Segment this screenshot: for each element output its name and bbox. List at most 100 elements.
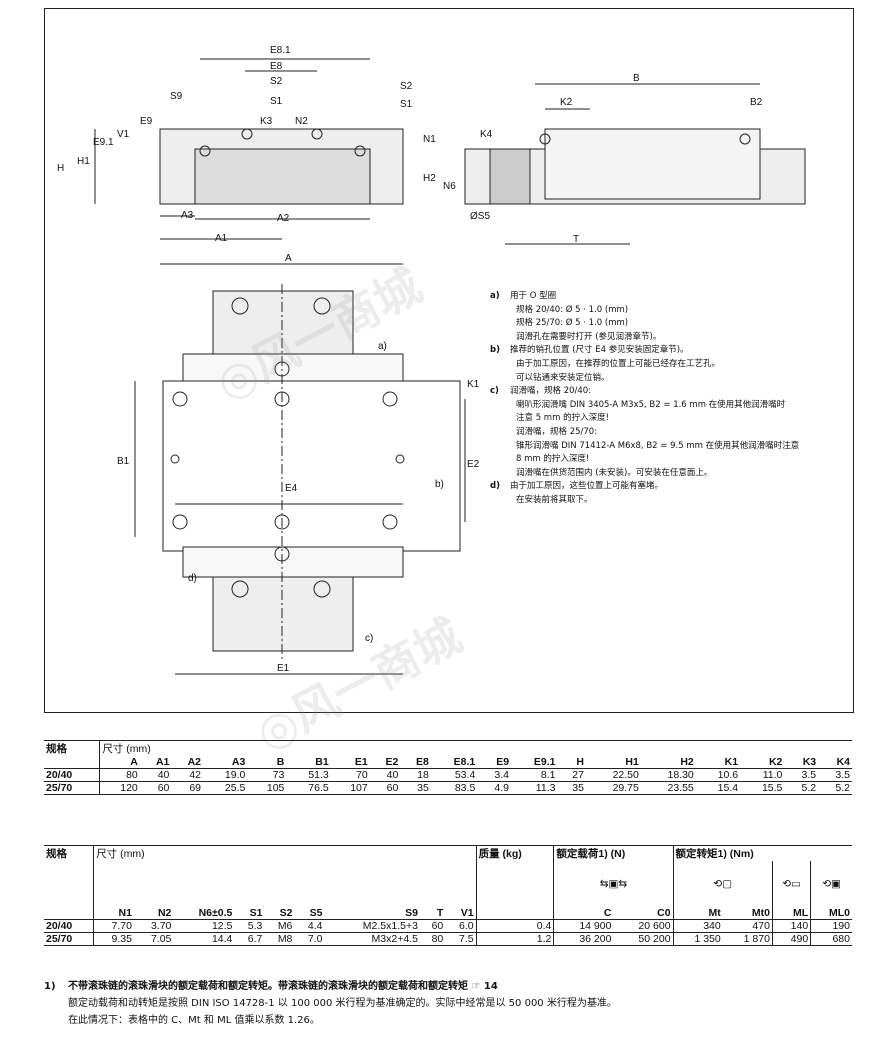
table-cell: 4.4 <box>307 920 323 932</box>
col-header: Mt0 <box>751 907 770 919</box>
col-header: V1 <box>460 907 474 919</box>
col-header: A <box>99 756 140 769</box>
callout-d: d) <box>188 573 197 584</box>
table-cell: 107 <box>350 782 368 794</box>
row-size: 25/70 <box>46 933 73 945</box>
table-cell: 11.3 <box>535 782 556 794</box>
col-header: K4 <box>836 756 850 768</box>
col-header: H <box>576 756 584 768</box>
table-cell: M3x2+4.5 <box>371 933 418 945</box>
torque-header: 额定转矩1) (Nm) <box>672 845 852 861</box>
table-cell: 80 <box>99 768 140 782</box>
table-cell: 15.5 <box>761 782 783 794</box>
col-header: E8 <box>416 756 429 768</box>
label-S9: S9 <box>170 91 183 102</box>
col-header: N2 <box>157 907 172 919</box>
label-T: T <box>573 234 579 245</box>
table-cell: 120 <box>99 781 140 795</box>
dim-header: 尺寸 (mm) <box>93 845 477 861</box>
table-cell: 23.55 <box>667 782 694 794</box>
table-cell: 35 <box>572 782 584 794</box>
col-header: E9.1 <box>533 756 556 768</box>
label-A: A <box>285 253 292 264</box>
table-cell: 1 350 <box>672 932 723 946</box>
table-cell: 1 870 <box>743 933 770 945</box>
label-E4: E4 <box>285 483 298 494</box>
table-cell: 15.4 <box>717 782 739 794</box>
callout-b: b) <box>435 479 444 490</box>
label-B: B <box>633 73 640 84</box>
table-cell: 6.0 <box>459 920 474 932</box>
table-cell: 680 <box>810 932 852 946</box>
label-A2: A2 <box>277 213 290 224</box>
table-cell: M8 <box>277 933 293 945</box>
load-header: 额定载荷1) (N) <box>553 845 674 861</box>
label-E9: E9 <box>140 116 153 127</box>
mass-header: 质量 (kg) <box>475 845 554 861</box>
col-header: B1 <box>315 756 329 768</box>
table-cell: 18.30 <box>667 769 694 781</box>
table-cell: 51.3 <box>308 769 329 781</box>
col-header: K1 <box>724 756 739 768</box>
table-cell: 27 <box>572 769 584 781</box>
table-cell: 3.4 <box>494 769 510 781</box>
table-cell: 50 200 <box>638 933 671 945</box>
table-cell: 1.2 <box>475 932 554 946</box>
row-size: 20/40 <box>46 920 73 932</box>
drawing-notes: a)用于 O 型圈 规格 20/40: Ø 5 · 1.0 (mm) 规格 25… <box>490 291 800 505</box>
table-cell: 70 <box>356 769 368 781</box>
table-cell: 5.2 <box>835 782 850 794</box>
dim-header: 尺寸 (mm) <box>99 740 852 756</box>
label-H1: H1 <box>77 156 90 167</box>
table-cell: 80 <box>431 933 444 945</box>
load-icon: ⇆▣⇆ <box>553 861 674 907</box>
col-header: S5 <box>309 907 323 919</box>
table-cell: 12.5 <box>211 920 233 932</box>
col-header: T <box>436 907 444 919</box>
label-H2: H2 <box>423 173 436 184</box>
col-header: E8.1 <box>453 756 476 768</box>
table-cell: 340 <box>672 919 723 933</box>
table-cell: 8.1 <box>540 769 556 781</box>
col-header: S9 <box>405 907 418 919</box>
col-header: ML0 <box>810 907 852 920</box>
table-cell: 7.05 <box>150 933 172 945</box>
table-cell: 42 <box>189 769 202 781</box>
label-B2: B2 <box>750 97 763 108</box>
table-cell: 60 <box>431 920 444 932</box>
label-K3: K3 <box>260 116 273 127</box>
table-cell: 0.4 <box>475 919 554 933</box>
table-cell: 60 <box>157 782 170 794</box>
table-cell: 36 200 <box>553 932 614 946</box>
col-header: K2 <box>768 756 783 768</box>
table-cell: 4.9 <box>494 782 510 794</box>
label-K2: K2 <box>560 97 573 108</box>
col-header: ML <box>771 907 811 920</box>
table-cell: 14 900 <box>553 919 614 933</box>
col-header: E1 <box>354 756 368 768</box>
footnote: 1)不带滚珠链的滚珠滑块的额定载荷和额定转矩。带滚珠链的滚珠滑块的额定载荷和额定… <box>44 981 617 1026</box>
label-E91: E9.1 <box>93 137 114 148</box>
col-header: H1 <box>625 756 639 768</box>
table-cell: 490 <box>771 932 811 946</box>
table-cell: 83.5 <box>454 782 476 794</box>
table-cell: 14.4 <box>211 933 233 945</box>
col-header: Mt <box>672 907 723 920</box>
table-cell: 35 <box>417 782 429 794</box>
table-cell: 7.5 <box>459 933 474 945</box>
col-header: A2 <box>187 756 202 768</box>
table-cell: 5.3 <box>247 920 263 932</box>
row-size: 20/40 <box>46 769 73 781</box>
label-N6: N6 <box>443 181 456 192</box>
col-header: A1 <box>155 756 170 768</box>
table-cell: 18 <box>417 769 429 781</box>
table-cell: 3.70 <box>150 920 172 932</box>
drawing-frame: E8.1 E8 S2 S1 S9 K3 N2 E9 E9.1 V1 N1 S2 … <box>44 8 854 761</box>
label-S2-right: S2 <box>400 81 413 92</box>
label-A1: A1 <box>215 233 228 244</box>
col-header: H2 <box>680 756 694 768</box>
table-cell: 140 <box>771 919 811 933</box>
torque-mt-icon: ⟲▢ <box>672 861 773 907</box>
